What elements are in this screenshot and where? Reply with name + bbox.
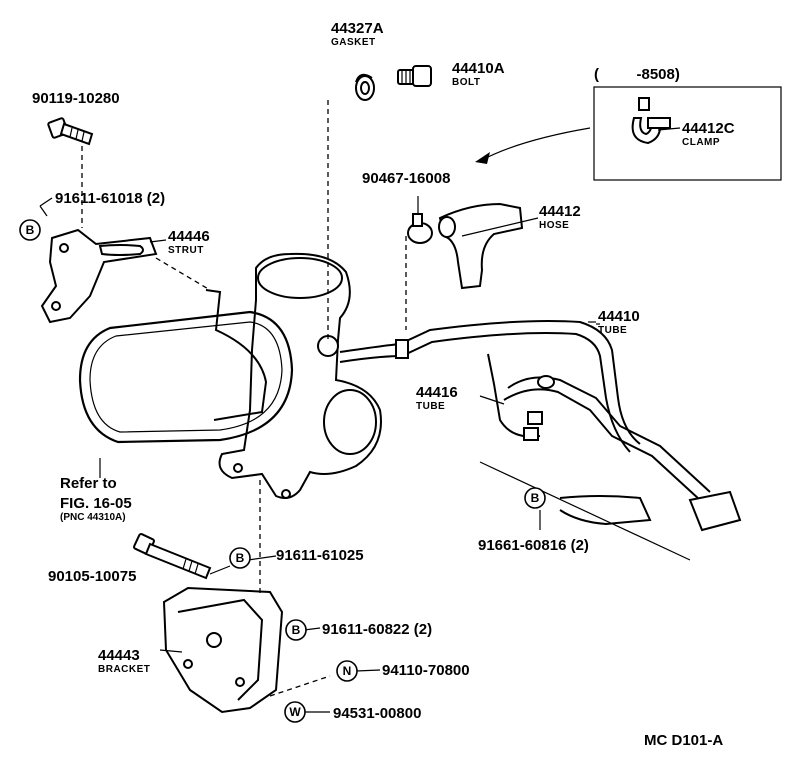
reference-line3: (PNC 44310A) [60,512,126,523]
label-44410a-number: 44410A [452,60,505,77]
label-44410-number: 44410 [598,308,640,325]
svg-text:B: B [292,623,301,637]
symbol-b-bracket-lower: B [285,619,307,641]
svg-text:W: W [289,705,301,719]
label-44446-name: STRUT [168,245,204,256]
tube-44410-drawing [339,320,641,453]
label-91611-61025-number: 91611-61025 [276,547,364,564]
label-44443-name: BRACKET [98,664,150,675]
label-44446-number: 44446 [168,228,210,245]
clamp-44412c-drawing [631,97,671,145]
label-44410a-name: BOLT [452,77,480,88]
label-91611-61018-number: 91611-61018 (2) [55,190,165,207]
power-steering-pump-drawing [205,252,382,499]
label-44416-number: 44416 [416,384,458,401]
label-91611-60822-number: 91611-60822 (2) [322,621,432,638]
bracket-44443-drawing [162,586,284,714]
strut-44446-drawing [40,228,158,324]
label-90467-number: 90467-16008 [362,170,450,187]
label-44443-number: 44443 [98,647,140,664]
svg-text:B: B [26,223,35,237]
bolt-90119-drawing [47,117,94,146]
label-90105-number: 90105-10075 [48,568,136,585]
tube-bracket-drawing [479,461,742,561]
symbol-w: W [284,701,306,723]
label-44412c-number: 44412C [682,120,735,137]
label-44412-number: 44412 [539,203,581,220]
drive-belt-drawing [78,310,294,444]
label-94531-number: 94531-00800 [333,705,421,722]
bolt-44410a-drawing [397,65,432,87]
tube-44416-drawing [487,353,711,501]
label-44327a-number: 44327A [331,20,384,37]
hose-44412-drawing [438,202,524,290]
label-44416-name: TUBE [416,401,445,412]
svg-text:B: B [236,551,245,565]
label-44327a-name: GASKET [331,37,376,48]
reference-line1: Refer to [60,475,117,492]
label-44412c-name: CLAMP [682,137,720,148]
symbol-b-strut: B [19,219,41,241]
diagram-code: MC D101-A [644,732,723,749]
label-94110-number: 94110-70800 [382,662,470,679]
label-91661-number: 91661-60816 (2) [478,537,589,554]
label-44410-name: TUBE [598,325,627,336]
bolt-90105-drawing [133,533,212,580]
gasket-44327a-drawing [355,73,375,101]
svg-text:B: B [531,491,540,505]
symbol-b-tube: B [524,487,546,509]
inset-range-label: ( -8508) [594,66,680,83]
symbol-n: N [336,660,358,682]
label-44412-name: HOSE [539,220,569,231]
clamp-90467-drawing [407,213,433,244]
reference-line2: FIG. 16-05 [60,495,132,512]
label-90119-number: 90119-10280 [32,90,120,107]
symbol-b-bracket-upper: B [229,547,251,569]
inset-box [593,86,782,181]
svg-text:N: N [343,664,352,678]
